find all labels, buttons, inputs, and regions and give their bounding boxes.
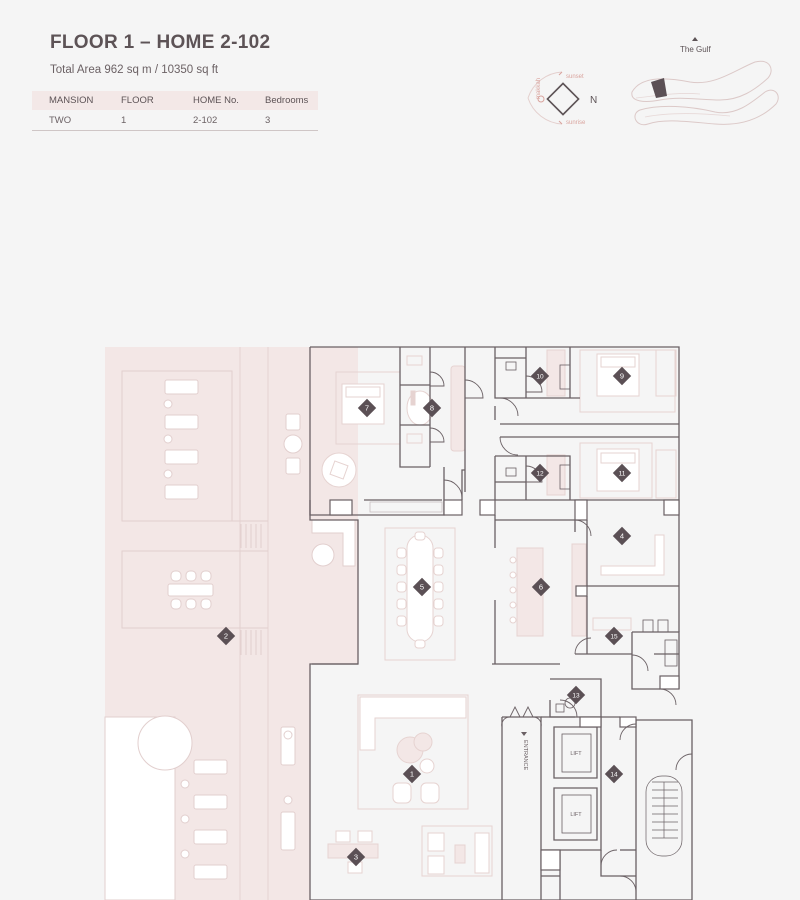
lift-1-label: LIFT — [570, 751, 582, 757]
terrace-area — [104, 347, 358, 900]
lift-2-label: LIFT — [570, 812, 582, 818]
marker-label: 9 — [620, 372, 624, 381]
cell-home-no: 2-102 — [193, 110, 265, 131]
compass: N sunset sunrise makkah — [527, 71, 597, 126]
gulf-label: The Gulf — [680, 45, 711, 54]
north-label: N — [590, 95, 597, 106]
key-plan: The Gulf — [631, 37, 779, 126]
home-location-marker — [651, 78, 667, 98]
col-floor: FLOOR — [121, 91, 193, 110]
plan-header: FLOOR 1 – HOME 2-102 Total Area 962 sq m… — [50, 32, 270, 76]
marker-label: 3 — [354, 853, 358, 862]
sunrise-label: sunrise — [566, 120, 586, 126]
marker-label: 14 — [610, 772, 618, 779]
marker-label: 6 — [539, 583, 543, 592]
jacuzzi — [137, 715, 193, 771]
marker-label: 2 — [224, 632, 228, 641]
marker-diamond — [612, 463, 632, 483]
furniture — [321, 349, 677, 877]
marker-diamond — [216, 626, 236, 646]
room-marker-7: 7 — [357, 398, 377, 418]
staircase — [645, 775, 683, 857]
total-area: Total Area 962 sq m / 10350 sq ft — [50, 64, 219, 76]
marker-diamond — [612, 526, 632, 546]
room-marker-13: 13 — [566, 685, 586, 705]
room-marker-11: 11 — [612, 463, 632, 483]
marker-label: 11 — [619, 471, 626, 478]
cell-floor: 1 — [121, 110, 193, 131]
marker-label: 7 — [365, 404, 369, 413]
room-marker-12: 12 — [530, 463, 550, 483]
room-marker-9: 9 — [612, 366, 632, 386]
marker-diamond — [531, 577, 551, 597]
marker-diamond — [357, 398, 377, 418]
room-marker-6: 6 — [531, 577, 551, 597]
marker-diamond — [422, 398, 442, 418]
entrance-arrow-icon — [521, 732, 527, 736]
room-marker-4: 4 — [612, 526, 632, 546]
marker-diamond — [402, 764, 422, 784]
table-row: TWO 1 2-102 3 — [32, 110, 318, 131]
entrance-label: ENTRANCE — [522, 740, 528, 771]
cell-bedrooms: 3 — [265, 110, 318, 131]
doors — [429, 371, 693, 893]
room-marker-1: 1 — [402, 764, 422, 784]
marker-label: 8 — [430, 404, 434, 413]
marker-label: 4 — [620, 532, 624, 541]
marker-diamond — [530, 463, 550, 483]
room-marker-14: 14 — [604, 764, 624, 784]
marker-label: 1 — [410, 770, 414, 779]
marker-diamond — [604, 764, 624, 784]
marker-diamond — [530, 366, 550, 386]
marker-label: 15 — [610, 634, 618, 641]
arrow-up-icon — [692, 37, 698, 41]
home-info-table: MANSION FLOOR HOME No. Bedrooms TWO 1 2-… — [32, 91, 318, 131]
marker-diamond — [566, 685, 586, 705]
walls — [309, 346, 693, 900]
cell-mansion: TWO — [32, 110, 121, 131]
marker-diamond — [604, 626, 624, 646]
room-marker-15: 15 — [604, 626, 624, 646]
room-marker-8: 8 — [422, 398, 442, 418]
col-mansion: MANSION — [32, 91, 121, 110]
marker-diamond — [612, 366, 632, 386]
marker-label: 5 — [420, 583, 424, 592]
room-marker-5: 5 — [412, 577, 432, 597]
marker-diamond — [412, 577, 432, 597]
marker-diamond — [346, 847, 366, 867]
marker-label: 10 — [536, 374, 544, 381]
marker-label: 13 — [572, 693, 580, 700]
col-home-no: HOME No. — [193, 91, 265, 110]
table-header-row: MANSION FLOOR HOME No. Bedrooms — [32, 91, 318, 110]
room-marker-10: 10 — [530, 366, 550, 386]
marker-label: 12 — [536, 471, 544, 478]
compass-diamond — [546, 82, 580, 116]
makkah-label: makkah — [536, 78, 542, 99]
sunset-label: sunset — [566, 74, 584, 80]
page-title: FLOOR 1 – HOME 2-102 — [50, 32, 271, 53]
room-marker-2: 2 — [216, 626, 236, 646]
makkah-icon — [537, 95, 545, 103]
room-marker-3: 3 — [346, 847, 366, 867]
col-bedrooms: Bedrooms — [265, 91, 318, 110]
